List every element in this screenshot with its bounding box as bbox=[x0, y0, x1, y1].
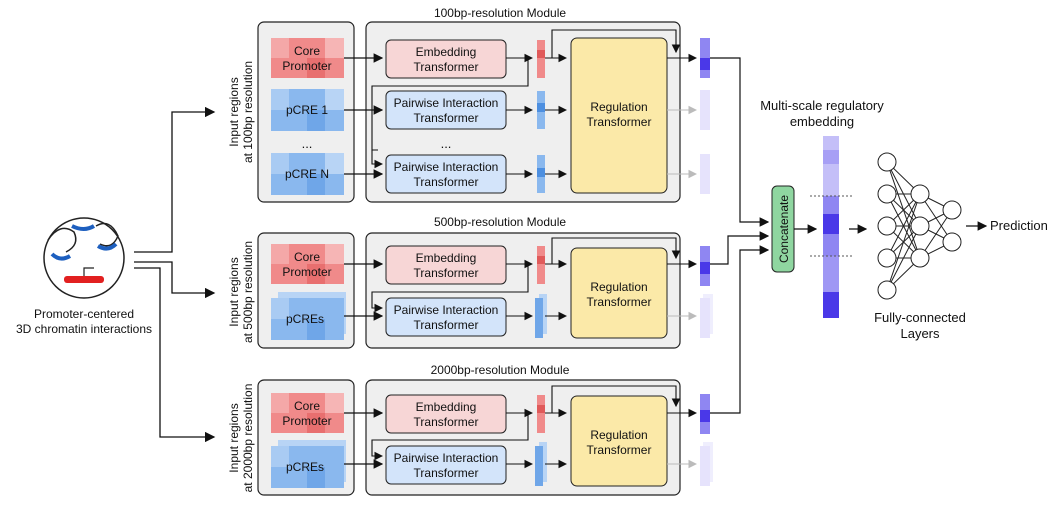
module-100bp-ellipsis-mid: ... bbox=[441, 136, 452, 151]
module-2000bp-core-line2: Promoter bbox=[282, 414, 331, 428]
fc-label-line2: Layers bbox=[900, 326, 940, 341]
left-caption-line2: 3D chromatin interactions bbox=[16, 322, 152, 336]
module-2000bp-embed-line1: Embedding bbox=[416, 400, 477, 414]
module-100bp-vectors bbox=[537, 40, 545, 193]
module-100bp-embedding-transformer-line1: Embedding bbox=[416, 45, 477, 59]
module-100bp-input-pcre1: pCRE 1 bbox=[286, 103, 328, 117]
left-caption-line1: Promoter-centered bbox=[34, 307, 134, 321]
module-100bp-regulation-line2: Transformer bbox=[587, 115, 652, 129]
module-2000bp-core-promoter-block bbox=[271, 393, 344, 433]
module-100bp-input-core-promoter-line2: Promoter bbox=[282, 59, 331, 73]
module-500bp-input-pcres: pCREs bbox=[286, 312, 324, 326]
module-500bp: 500bp-resolution Module Input regions at… bbox=[227, 215, 713, 349]
module-100bp-title: 100bp-resolution Module bbox=[434, 6, 566, 20]
fully-connected-network bbox=[877, 152, 962, 300]
module-2000bp-input-label-line1: Input regions bbox=[227, 403, 241, 472]
module-100bp-embedding-transformer-line2: Transformer bbox=[414, 60, 479, 74]
module-2000bp-output-vectors bbox=[700, 394, 713, 486]
module-100bp-pairwise1-line2: Transformer bbox=[414, 111, 479, 125]
fc-label-line1: Fully-connected bbox=[874, 310, 966, 325]
multi-scale-embedding-vector bbox=[810, 136, 852, 318]
module-500bp-input-label-line2: at 500bp resolution bbox=[241, 241, 255, 343]
concatenate-label: Concatenate bbox=[777, 195, 791, 263]
module-2000bp-vectors bbox=[535, 395, 547, 486]
module-500bp-pcres-block bbox=[271, 292, 346, 340]
module-2000bp-pair-line2: Transformer bbox=[414, 466, 479, 480]
module-100bp: 100bp-resolution Module Input regions at… bbox=[227, 6, 710, 203]
module-100bp-core-promoter-block bbox=[271, 38, 344, 78]
module-100bp-pairwise2-line1: Pairwise Interaction bbox=[394, 160, 499, 174]
module-500bp-pair-line2: Transformer bbox=[414, 318, 479, 332]
embedding-label-line2: embedding bbox=[790, 114, 854, 129]
module-2000bp-input-label-line2: at 2000bp resolution bbox=[241, 384, 255, 493]
module-500bp-output-vectors bbox=[700, 246, 713, 338]
module-500bp-title: 500bp-resolution Module bbox=[434, 215, 566, 229]
chromatin-illustration bbox=[43, 217, 125, 299]
module-2000bp-embed-line2: Transformer bbox=[414, 415, 479, 429]
module-100bp-input-core-promoter-line1: Core bbox=[294, 44, 320, 58]
module-100bp-input-label-line2: at 100bp resolution bbox=[241, 61, 255, 163]
module-500bp-core-promoter-block bbox=[271, 244, 344, 284]
module-2000bp-pair-line1: Pairwise Interaction bbox=[394, 451, 499, 465]
module-500bp-embed-line1: Embedding bbox=[416, 251, 477, 265]
module-2000bp-input-pcres: pCREs bbox=[286, 460, 324, 474]
module-500bp-reg-line1: Regulation bbox=[590, 280, 647, 294]
module-2000bp-reg-line1: Regulation bbox=[590, 428, 647, 442]
module-2000bp-pcres-block bbox=[271, 440, 346, 488]
module-2000bp-reg-line2: Transformer bbox=[587, 443, 652, 457]
module-500bp-core-line2: Promoter bbox=[282, 265, 331, 279]
module-500bp-pair-line1: Pairwise Interaction bbox=[394, 303, 499, 317]
module-100bp-input-pcren: pCRE N bbox=[285, 167, 329, 181]
module-500bp-embed-line2: Transformer bbox=[414, 266, 479, 280]
module-100bp-pairwise2-line2: Transformer bbox=[414, 175, 479, 189]
module-100bp-pcre1-block bbox=[271, 89, 344, 131]
module-2000bp: 2000bp-resolution Module Input regions a… bbox=[227, 363, 713, 496]
module-2000bp-core-line1: Core bbox=[294, 399, 320, 413]
module-100bp-input-label-line1: Input regions bbox=[227, 77, 241, 146]
module-100bp-ellipsis-left: ... bbox=[302, 136, 313, 151]
prediction-label: Prediction bbox=[990, 218, 1048, 233]
module-500bp-vectors bbox=[535, 246, 547, 338]
module-100bp-pairwise1-line1: Pairwise Interaction bbox=[394, 96, 499, 110]
module-100bp-pcren-block bbox=[271, 153, 344, 195]
module-100bp-regulation-line1: Regulation bbox=[590, 100, 647, 114]
module-100bp-output-vectors bbox=[700, 38, 710, 194]
left-connectors bbox=[134, 106, 216, 443]
module-500bp-input-label-line1: Input regions bbox=[227, 257, 241, 326]
module-2000bp-title: 2000bp-resolution Module bbox=[431, 363, 570, 377]
embedding-label-line1: Multi-scale regulatory bbox=[760, 98, 884, 113]
module-500bp-core-line1: Core bbox=[294, 250, 320, 264]
module-500bp-reg-line2: Transformer bbox=[587, 295, 652, 309]
concat-connectors bbox=[710, 57, 770, 414]
